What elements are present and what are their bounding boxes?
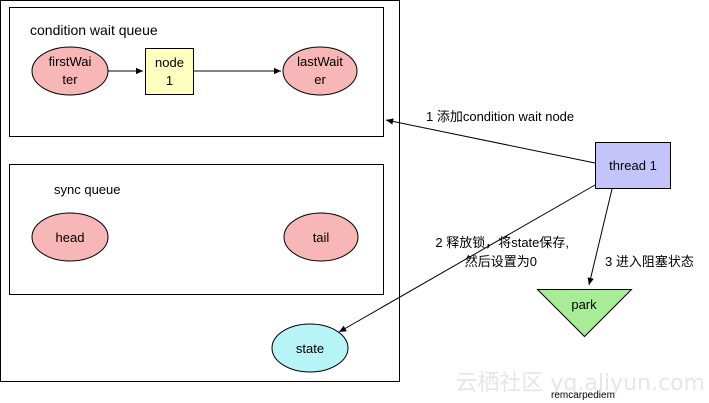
watermark-author: remcarpediem (551, 390, 615, 401)
edge-label-add-node: 1 添加condition wait node (426, 109, 574, 124)
first-waiter-label-line1: firstWai (49, 54, 92, 69)
last-waiter-node: lastWait er (282, 46, 358, 96)
edge-label-release-line2: 然后设置为0 (465, 254, 537, 269)
thread-1-label: thread 1 (609, 158, 657, 173)
park-label: park (571, 297, 597, 312)
thread-1-node: thread 1 (595, 142, 671, 189)
state-label: state (296, 341, 324, 356)
edge-thread1-condition-queue (385, 118, 596, 164)
head-node: head (31, 212, 109, 262)
node-1: node 1 (145, 48, 194, 95)
tail-label: tail (313, 230, 330, 245)
edge-label-release-line1: 2 释放锁，将state保存, (435, 235, 569, 250)
edge-thread1-state (338, 184, 596, 333)
node-1-label-line2: 1 (166, 73, 173, 88)
first-waiter-label-line2: ter (62, 72, 78, 87)
tail-node: tail (283, 212, 359, 262)
head-label: head (56, 230, 85, 245)
condition-queue-label: condition wait queue (30, 22, 158, 38)
first-waiter-node: firstWai ter (31, 46, 109, 96)
sync-queue-label: sync queue (54, 182, 121, 197)
watermark-site: 云栖社区 yq.aliyun.com (455, 371, 705, 396)
node-1-label-line1: node (155, 55, 184, 70)
state-node: state (271, 323, 349, 373)
park-node: park (536, 289, 633, 338)
last-waiter-label-line2: er (314, 72, 326, 87)
last-waiter-label-line1: lastWait (297, 54, 343, 69)
edge-thread1-park (587, 188, 613, 286)
edge-label-block: 3 进入阻塞状态 (605, 254, 694, 269)
